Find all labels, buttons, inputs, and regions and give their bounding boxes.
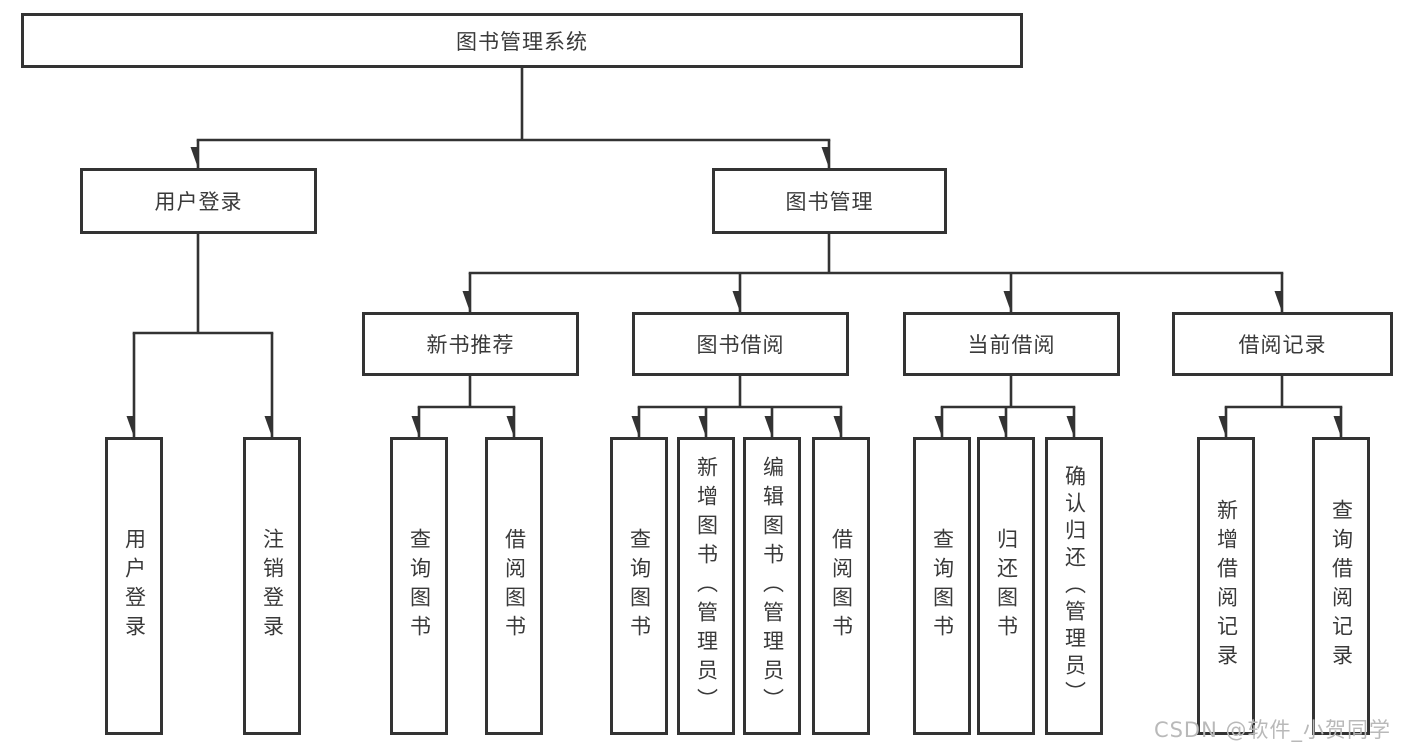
root-label: 图书管理系统: [456, 29, 588, 54]
leaf-confirm-return-admin-box: 确认归还（管理员）: [1045, 437, 1103, 735]
group-current-borrow-label: 当前借阅: [967, 333, 1056, 357]
leaf-edit-book-admin-box: 编辑图书（管理员）: [743, 437, 801, 735]
leaf-query-books-2-box: 查询图书: [610, 437, 668, 735]
leaf-add-book-admin-box: 新增图书（管理员）: [677, 437, 735, 735]
leaf-query-books-3-label: 查询图书: [930, 528, 955, 644]
leaf-user-login-box: 用户登录: [105, 437, 163, 735]
root-box: 图书管理系统: [21, 13, 1023, 68]
leaf-query-books-3-box: 查询图书: [913, 437, 971, 735]
branch-user-login-label: 用户登录: [154, 190, 243, 214]
group-borrow-record-box: 借阅记录: [1172, 312, 1393, 376]
leaf-edit-book-admin-label: 编辑图书（管理员）: [760, 455, 785, 717]
leaf-query-borrow-record-label: 查询借阅记录: [1329, 499, 1354, 673]
leaf-confirm-return-admin-label: 确认归还（管理员）: [1062, 464, 1087, 708]
leaf-logout-box: 注销登录: [243, 437, 301, 735]
leaf-borrow-books-1-label: 借阅图书: [502, 528, 527, 644]
leaf-query-borrow-record-box: 查询借阅记录: [1312, 437, 1370, 735]
leaf-query-books-1-box: 查询图书: [390, 437, 448, 735]
leaf-logout-label: 注销登录: [260, 528, 285, 644]
leaf-borrow-books-2-label: 借阅图书: [829, 528, 854, 644]
leaf-borrow-books-2-box: 借阅图书: [812, 437, 870, 735]
leaf-add-book-admin-label: 新增图书（管理员）: [694, 455, 719, 717]
group-new-book-recommend-box: 新书推荐: [362, 312, 579, 376]
group-book-borrow-label: 图书借阅: [696, 333, 785, 357]
group-borrow-record-label: 借阅记录: [1238, 333, 1327, 357]
leaf-query-books-2-label: 查询图书: [627, 528, 652, 644]
group-book-borrow-box: 图书借阅: [632, 312, 849, 376]
group-new-book-recommend-label: 新书推荐: [426, 333, 515, 357]
leaf-query-books-1-label: 查询图书: [407, 528, 432, 644]
leaf-add-borrow-record-label: 新增借阅记录: [1214, 499, 1239, 673]
group-current-borrow-box: 当前借阅: [903, 312, 1120, 376]
leaf-user-login-label: 用户登录: [122, 528, 147, 644]
branch-user-login-box: 用户登录: [80, 168, 317, 234]
leaf-borrow-books-1-box: 借阅图书: [485, 437, 543, 735]
leaf-return-book-label: 归还图书: [994, 528, 1019, 644]
branch-book-management-label: 图书管理: [785, 190, 874, 214]
leaf-add-borrow-record-box: 新增借阅记录: [1197, 437, 1255, 735]
watermark: CSDN @软件_小贺同学: [1153, 718, 1391, 742]
branch-book-management-box: 图书管理: [712, 168, 947, 234]
leaf-return-book-box: 归还图书: [977, 437, 1035, 735]
